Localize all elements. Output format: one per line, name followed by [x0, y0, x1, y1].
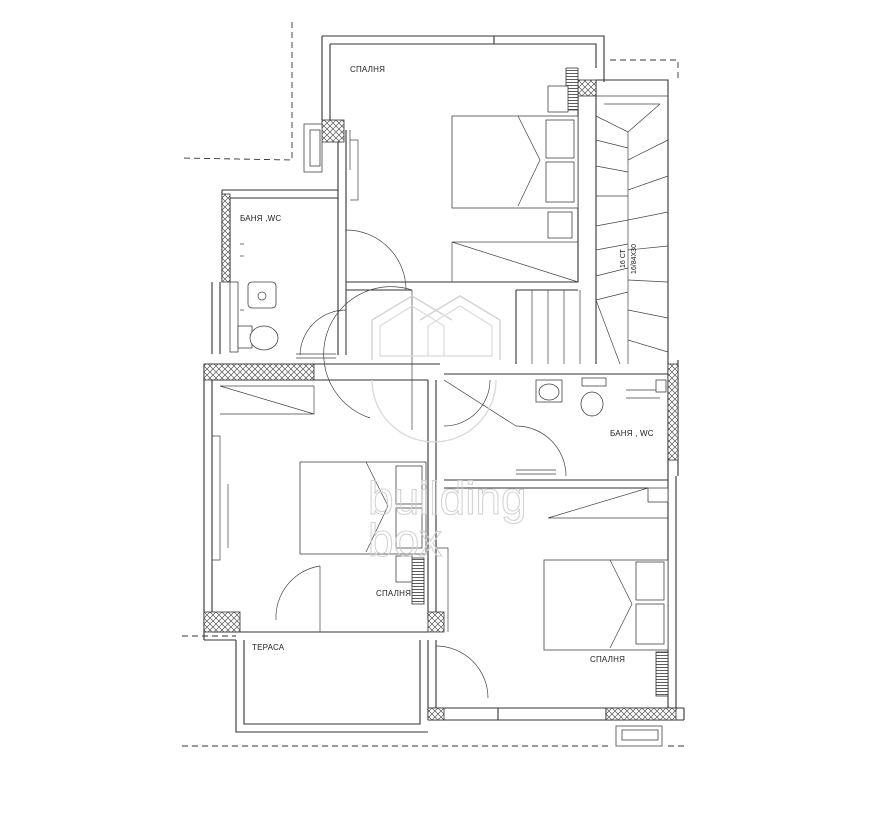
watermark-line1: building — [368, 472, 527, 524]
bath-right-fixtures — [443, 377, 667, 427]
bath-left-fixtures — [229, 243, 279, 353]
watermark: building box — [367, 295, 527, 567]
label-bath-right: БАНЯ , WC — [610, 429, 654, 438]
dashed-outlines — [181, 22, 684, 747]
doors — [212, 130, 567, 699]
label-bedroom-right: СПАЛНЯ — [590, 655, 625, 664]
label-bath-left: БАНЯ ,WC — [240, 214, 281, 223]
label-terrace: ТЕРАСА — [252, 643, 285, 652]
label-bedroom-top: СПАЛНЯ — [350, 65, 385, 74]
stairs-size-label: 16/84Х30 — [631, 244, 638, 274]
staircase: 16 СТ 16/84Х30 — [531, 95, 669, 365]
bedroom-top-furniture — [451, 85, 579, 283]
room-labels: СПАЛНЯ БАНЯ ,WC БАНЯ , WC СПАЛНЯ СПАЛНЯ … — [240, 65, 654, 664]
bedroom-mid-furniture — [219, 385, 427, 583]
stairs-count-label: 16 СТ — [620, 248, 627, 268]
window-units — [303, 123, 663, 747]
hatched-walls — [203, 79, 679, 721]
label-bedroom-mid: СПАЛНЯ — [376, 589, 411, 598]
radiators — [411, 67, 669, 697]
watermark-line2: box — [368, 514, 442, 566]
bedroom-right-furniture — [543, 487, 669, 651]
